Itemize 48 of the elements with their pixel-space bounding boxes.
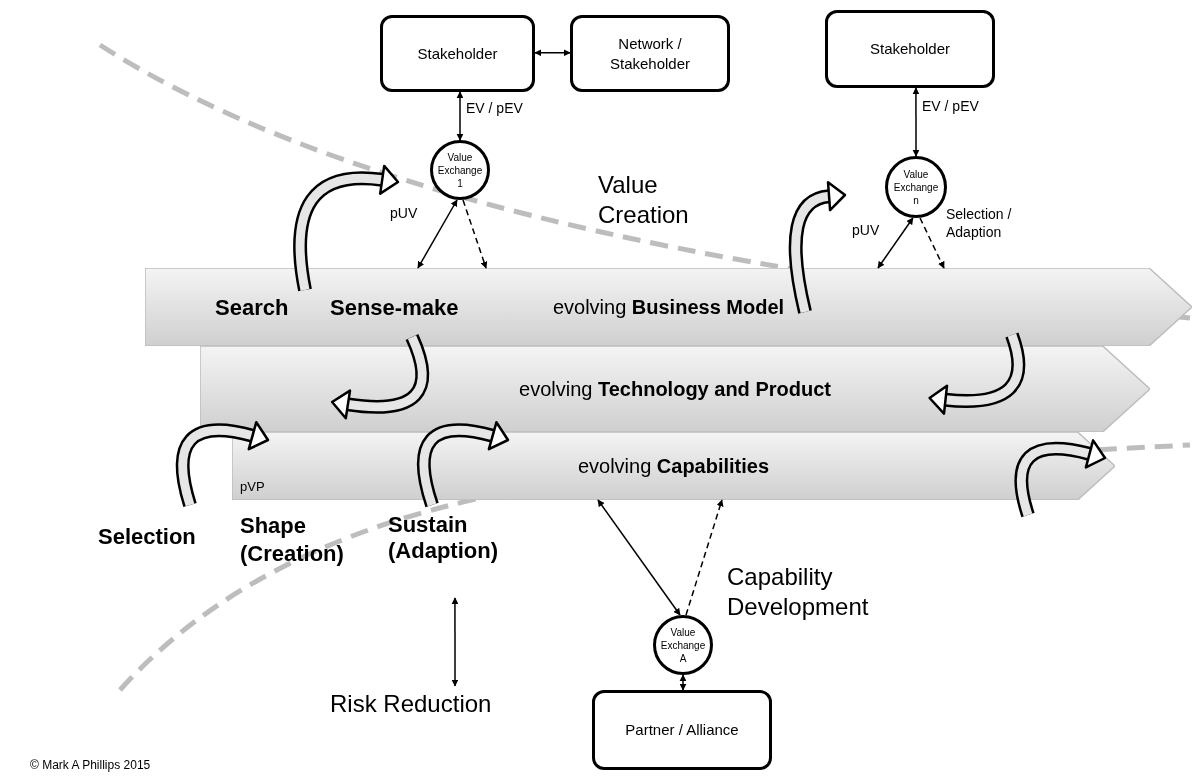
double-arrow: [877, 217, 914, 269]
rounded-box: [380, 15, 535, 92]
double-arrow: [679, 674, 687, 691]
band-label: evolving Business Model: [552, 295, 785, 319]
copyright-note: © Mark A Phillips 2015: [30, 758, 151, 773]
node-label: Network / Stakeholder: [608, 34, 692, 73]
node-label: Partner / Alliance: [624, 720, 740, 740]
edge-label: EV / pEV: [922, 98, 980, 116]
edge-label: pUV: [390, 205, 419, 223]
stage-label: Sustain (Adaption): [388, 512, 508, 564]
edge-label: Selection / Adaption: [946, 206, 1013, 241]
curved-arrow: [928, 332, 1026, 415]
curved-arrow: [330, 334, 430, 420]
value-exchange-circle: [430, 140, 490, 200]
stage-label: Search: [215, 294, 289, 322]
area-label: Capability Development: [727, 562, 870, 622]
rounded-box: [592, 690, 772, 770]
double-arrow: [417, 199, 458, 269]
rounded-box: [570, 15, 730, 92]
value-exchange-circle: [653, 615, 713, 675]
area-label: Value Creation: [598, 170, 690, 230]
arrow: [462, 199, 488, 269]
stage-label: Sense-make: [330, 294, 459, 322]
node-label: Value Exchange A: [660, 625, 706, 665]
chevron-band: [232, 432, 1115, 500]
double-arrow: [912, 87, 920, 157]
node-label: Stakeholder: [868, 39, 952, 59]
node-label: Value Exchange n: [893, 167, 939, 207]
arrow: [685, 499, 724, 616]
arrow: [919, 217, 945, 269]
double-arrow: [456, 91, 464, 141]
edge-label: pUV: [852, 222, 881, 240]
curved-arrow: [416, 421, 510, 507]
chevron-band: [200, 346, 1150, 432]
band-label: evolving Capabilities: [577, 454, 770, 478]
rounded-box: [825, 10, 995, 88]
band-note: pVP: [240, 479, 265, 494]
node-label: Stakeholder: [416, 43, 499, 64]
node-label: Value Exchange 1: [437, 150, 483, 190]
double-arrow: [534, 49, 571, 57]
double-arrow: [597, 499, 681, 616]
band-label: evolving Technology and Product: [519, 377, 831, 401]
chevron-band: [145, 268, 1192, 346]
stage-label: Risk Reduction: [330, 690, 530, 718]
stage-label: Selection: [98, 523, 196, 551]
edge-label: EV / pEV: [466, 100, 524, 118]
double-arrow: [451, 597, 459, 687]
stage-label: Shape (Creation): [240, 512, 345, 567]
